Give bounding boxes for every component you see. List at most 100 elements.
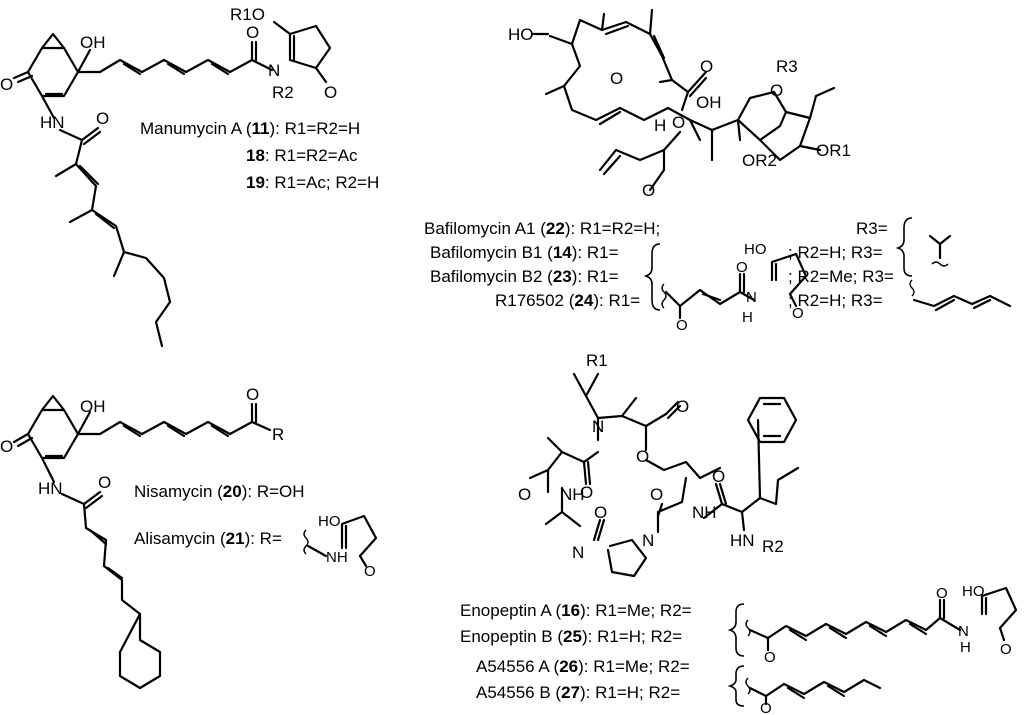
bafilomycin-a1-r3: R3= (856, 219, 888, 238)
bafilomycin-carbonyl-o: O (700, 57, 713, 76)
manumycin-label-19: 19: R1=Ac; R2=H (246, 173, 379, 192)
enopeptin-a-name: Enopeptin A (460, 601, 552, 620)
nisamycin-carbonyl-o: O (246, 385, 259, 404)
bafilomycin-r3: R3 (776, 57, 798, 76)
alisamycin-o: O (364, 563, 376, 580)
a54556a-name: A54556 A (476, 657, 550, 676)
a54556a-r1: R1=Me; (593, 657, 653, 676)
bafilomycin-ring-o: O (672, 113, 685, 132)
eno-r2-n: N (958, 623, 969, 640)
bafilomycin-b1-id: 14 (553, 243, 572, 262)
a54556-r2-o: O (760, 700, 772, 715)
enopeptin-r1: R1 (586, 351, 608, 370)
enopeptin-a-id: 16 (561, 601, 580, 620)
enopeptin-o2: O (636, 447, 649, 466)
enopeptin-r2-substituent (727, 586, 1018, 657)
bafilomycin-row-b1: Bafilomycin B1 (14): R1= (430, 243, 619, 262)
eno-r2-o2: O (936, 585, 948, 602)
alisamycin-label: Alisamycin (21): R= (134, 529, 282, 548)
alisamycin-r-substituent (303, 514, 378, 568)
bafilomycin-or2: OR2 (742, 151, 777, 170)
a54556a-id: 26 (559, 657, 578, 676)
alisamycin-name: Alisamycin (134, 529, 215, 548)
nisamycin-o: O (0, 437, 13, 456)
bafilomycin-ho: HO (508, 25, 534, 44)
alisamycin-id: 21 (226, 529, 245, 548)
manumycin-structure (12, 20, 332, 348)
enopeptin-n2: N (572, 543, 584, 562)
nisamycin-structure (12, 394, 272, 690)
manumycin-o2-atom: O (246, 23, 259, 42)
r1-h: H (742, 309, 753, 326)
bafilomycin-b1-r1: R1= (587, 243, 619, 262)
enopeptin-nh1: NH (560, 485, 585, 504)
manumycin-oh-atom: OH (80, 33, 106, 52)
a54556a-row: A54556 A (26): R1=Me; R2= (476, 657, 690, 676)
compound-19-r: R1=Ac; R2=H (274, 173, 379, 192)
enopeptin-n1: N (592, 417, 604, 436)
bafilomycin-pyran-o: O (770, 81, 783, 100)
r176502-id: 24 (574, 291, 593, 310)
r176502-r2: ; R2=H; (788, 291, 846, 310)
a54556-r2-substituent (727, 665, 882, 707)
a54556b-r1: R1=H; (595, 683, 644, 702)
enopeptin-n3: N (642, 531, 654, 550)
manumycin-name: Manumycin A (140, 119, 243, 138)
enopeptin-row-a: Enopeptin A (16): R1=Me; R2= (460, 601, 692, 620)
bafilomycin-a1-r: R1=R2=H; (580, 219, 660, 238)
bafilomycin-b2-id: 23 (553, 267, 572, 286)
enopeptin-o6: O (650, 485, 663, 504)
compound-18-r: R1=R2=Ac (274, 146, 358, 165)
enopeptin-structure (528, 372, 800, 578)
alisamycin-nh: NH (326, 549, 348, 566)
enopeptin-o3: O (580, 483, 593, 502)
manumycin-amide-o: O (96, 109, 109, 128)
nisamycin-hn: HN (38, 479, 63, 498)
manumycin-label-18: 18: R1=R2=Ac (246, 146, 358, 165)
nisamycin-name: Nisamycin (134, 482, 212, 501)
bafilomycin-b2-r2: ; R2=Me; (788, 267, 857, 286)
manumycin-r1o: R1O (230, 5, 265, 24)
enopeptin-b-r1: R1=H; (597, 627, 646, 646)
r1-nh: N (746, 289, 757, 306)
r1-ketone-o: O (792, 305, 804, 322)
eno-r2-ho: HO (962, 583, 985, 600)
manumycin-r: R1=R2=H (285, 119, 361, 138)
eno-r2-o3: O (1000, 641, 1012, 658)
bafilomycin-b2-r2r3: ; R2=Me; R3= (788, 267, 894, 286)
enopeptin-a-r2: R2= (660, 601, 692, 620)
enopeptin-o7: O (712, 467, 725, 486)
enopeptin-b-id: 25 (563, 627, 582, 646)
manumycin-r2: R2 (272, 83, 294, 102)
bafilomycin-row-24: R176502 (24): R1= (495, 291, 640, 310)
r1-ho: HO (744, 241, 767, 258)
nisamycin-amide-o: O (98, 473, 111, 492)
r176502-r2r3: ; R2=H; R3= (788, 291, 883, 310)
nisamycin-r: R (272, 425, 284, 444)
bafilomycin-b2-name: Bafilomycin B2 (430, 267, 542, 286)
enopeptin-row-b: Enopeptin B (25): R1=H; R2= (460, 627, 682, 646)
bafilomycin-oh: OH (696, 93, 722, 112)
alisamycin-r-text: R= (260, 529, 282, 548)
manumycin-ketone-o: O (324, 83, 337, 102)
a54556a-r2: R2= (658, 657, 690, 676)
r1-carbonyl-o2: O (736, 259, 748, 276)
bafilomycin-b2-r1: R1= (587, 267, 619, 286)
bafilomycin-row-b2: Bafilomycin B2 (23): R1= (430, 267, 619, 286)
manumycin-n-atom: N (268, 61, 280, 80)
bafilomycin-or1: OR1 (816, 141, 851, 160)
alisamycin-ho: HO (318, 513, 341, 530)
bafilomycin-row-a1: Bafilomycin A1 (22): R1=R2=H; (424, 219, 660, 238)
bafilomycin-b1-r2: ; R2=H; (788, 243, 846, 262)
eno-r2-o1: O (764, 649, 776, 666)
manumycin-hn-atom: HN (40, 113, 65, 132)
enopeptin-b-r2: R2= (650, 627, 682, 646)
bafilomycin-a1-id: 22 (546, 219, 565, 238)
bafilomycin-ome-o: O (642, 181, 655, 200)
r176502-r1: R1= (608, 291, 640, 310)
r1-carbonyl-o1: O (676, 317, 688, 334)
compound-18-id: 18 (246, 146, 265, 165)
bafilomycin-r1-substituent (643, 243, 808, 320)
